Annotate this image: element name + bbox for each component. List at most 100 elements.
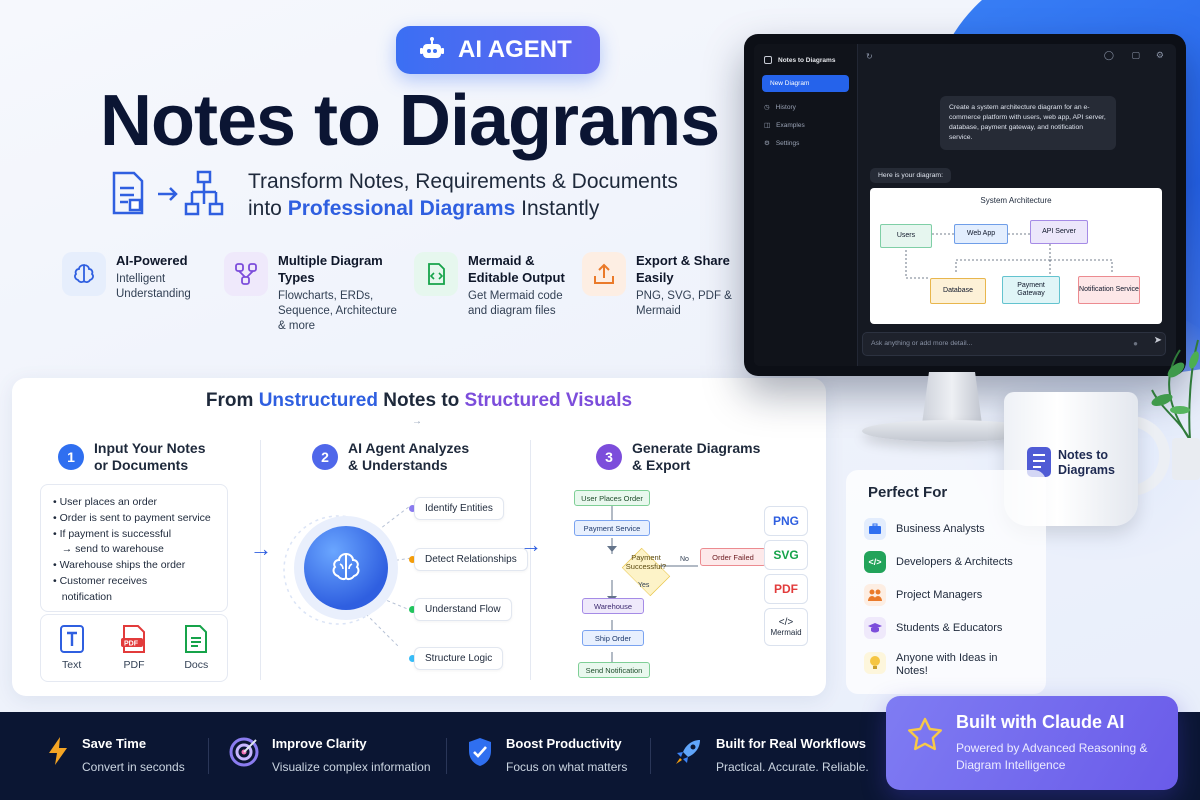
step-2: 2 AI Agent Analyzes& Understands [312,440,469,474]
flow-decision-label: Payment Successful? [625,553,667,571]
text-file-icon [59,625,84,653]
divider [446,738,447,774]
diagram-connectors [905,233,1113,279]
feature-desc: PNG, SVG, PDF & Mermaid [636,290,732,317]
built-with-claude-card: Built with Claude AI Powered by Advanced… [886,696,1178,790]
note-line: • User places an order [53,496,158,508]
step-3: 3 Generate Diagrams& Export [596,440,760,474]
monitor: Notes to Diagrams New Diagram ◷History ◫… [744,34,1186,376]
chip-identify-entities: Identify Entities [414,497,504,520]
audience-item: Students & Educators [864,617,1002,639]
step-number: 2 [312,444,338,470]
dot [409,556,416,563]
feature-title: Export & Share Easily [636,253,730,285]
node-database: Database [930,278,986,304]
export-png: PNG [764,506,808,536]
dot [409,655,416,662]
code-file-icon [414,252,458,296]
input-notes: • User places an order • Order is sent t… [40,484,228,612]
audience-item: Business Analysts [864,518,985,540]
flow-node-failed: Order Failed [700,548,766,566]
svg-text:PDF: PDF [124,641,139,648]
plant-decoration [1151,339,1200,480]
export-svg: SVG [764,540,808,570]
feature-title: Mermaid & Editable Output [468,253,565,285]
upload-icon [582,252,626,296]
workflow-panel: From Unstructured Notes to Structured Vi… [12,378,826,696]
audience-item: Anyone with Ideas in Notes! [864,652,1004,678]
briefcase-icon [864,518,886,540]
file-text: Text [59,625,84,671]
mic-icon[interactable]: ● [1133,339,1138,348]
ask-input[interactable]: Ask anything or add more detail... [862,332,1166,356]
diagram-title: System Architecture [980,196,1052,205]
settings-icon[interactable]: ⚙ [1155,50,1164,60]
feature-title: AI-Powered [116,253,188,268]
perfect-for-panel: Perfect For Business Analysts </>Develop… [846,470,1046,694]
claude-desc: Powered by Advanced Reasoning & Diagram … [956,741,1148,772]
shield-check-icon [469,738,491,766]
node-users: Users [880,224,932,248]
monitor-base [862,420,1038,442]
chip-detect-relationships: Detect Relationships [414,548,528,571]
flow-node-start: User Places Order [574,490,650,506]
note-line: • Customer receives [53,574,148,587]
flow-label-no: No [680,556,689,563]
chip-structure-logic: Structure Logic [414,647,504,670]
nav-examples[interactable]: ◫Examples [764,121,805,130]
brain-icon [332,552,360,581]
app-screen: Notes to Diagrams New Diagram ◷History ◫… [754,44,1176,366]
page-title: Notes to Diagrams [100,81,720,161]
analysis-connectors [283,505,413,647]
note-line: notification [53,590,112,603]
app-sidebar: Notes to Diagrams New Diagram ◷History ◫… [754,44,858,366]
refresh-icon[interactable]: ↻ [866,52,873,61]
node-payment-gateway: Payment Gateway [1002,276,1060,304]
docs-file-icon [185,625,208,653]
new-diagram-button[interactable]: New Diagram [762,75,849,92]
flow-node-ship: Ship Order [582,630,644,646]
divider [530,440,531,680]
node-notification-service: Notification Service [1078,276,1140,304]
nav-history[interactable]: ◷History [764,103,796,112]
gear-icon: ⚙ [764,140,770,147]
app-logo-icon [764,56,772,64]
code-icon: </> [778,617,794,628]
send-icon[interactable]: ➤ [1153,335,1162,346]
robot-icon [420,37,444,58]
mug-logo-icon [1027,447,1051,477]
export-mermaid: </>Mermaid [764,608,808,646]
node-web-app: Web App [954,224,1008,244]
chat-icon[interactable]: ◯ [1103,50,1114,60]
flow-node-notify: Send Notification [578,662,650,678]
assistant-reply: Here is your diagram: [870,168,951,183]
divider [260,440,261,680]
feature-desc: Flowcharts, ERDs, Sequence, Architecture… [278,290,397,332]
perfect-for-title: Perfect For [868,484,948,501]
divider [208,738,209,774]
divider [650,738,651,774]
clock-icon: ◷ [764,104,770,111]
ai-agent-badge: AI AGENT [396,26,600,74]
node-api-server: API Server [1030,220,1088,244]
claude-title: Built with Claude AI [956,712,1125,732]
nav-settings[interactable]: ⚙Settings [764,139,800,148]
star-icon [908,717,942,751]
share-icon[interactable]: ▢ [1131,50,1140,60]
note-line: • Order is sent to payment service [53,511,211,524]
user-prompt-message: Create a system architecture diagram for… [940,96,1116,150]
dot [409,606,416,613]
export-pdf: PDF [764,574,808,604]
notes-to-diagram-icon [112,170,224,216]
target-icon [229,737,259,767]
grid-icon: ◫ [764,122,771,129]
